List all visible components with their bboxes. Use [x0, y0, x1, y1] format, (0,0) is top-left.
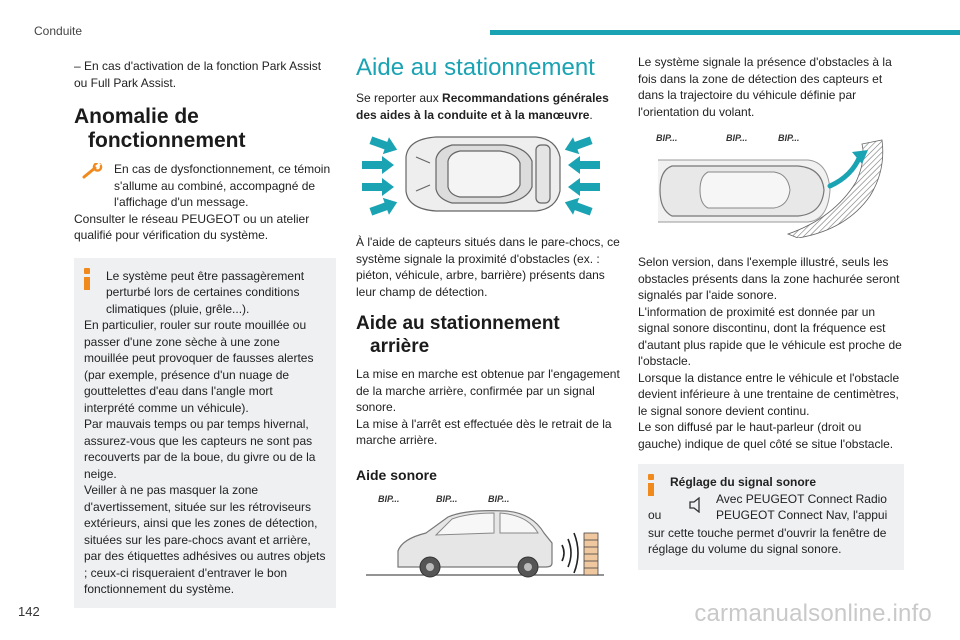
car-trajectory-view [658, 139, 884, 238]
warning-block: En cas de dysfonctionnement, ce témoin s… [74, 161, 336, 211]
heading-anomaly: Anomalie de fonctionnement [74, 105, 336, 153]
wall-icon [583, 532, 599, 576]
volume-info-rest: sur cette touche permet d'ouvrir la fenê… [648, 525, 887, 557]
trajectory-illustration: BIP... BIP... BIP... [638, 130, 888, 238]
car-top-view [405, 136, 561, 212]
sensor-arrows-right [564, 136, 600, 216]
reference-prefix: Se reporter aux [356, 91, 443, 105]
info-text-3: Par mauvais temps ou par temps hivernal,… [84, 417, 316, 481]
volume-info-line2: PEUGEOT Connect Nav, l'appui [716, 508, 888, 522]
section-title: Aide au stationnement [356, 54, 595, 81]
heading-rear-line2: arrière [370, 336, 430, 357]
speaker-side-text: Le son diffusé par le haut-parleur (droi… [638, 420, 894, 451]
consult-text: Consulter le réseau PEUGEOT ou un atelie… [74, 211, 310, 243]
sound-wave-icon [561, 532, 579, 574]
rear-text-1: La mise en marche est obtenue par l'enga… [356, 367, 620, 414]
info-text-1: Le système peut être passagèrement pertu… [106, 268, 305, 316]
heading-sound-aid: Aide sonore [356, 466, 437, 483]
info-icon [84, 267, 90, 290]
page-header-section: Conduite [34, 24, 83, 38]
hatched-zone-text: Selon version, dans l'exemple illustré, … [638, 255, 900, 302]
volume-info-title: Réglage du signal sonore [670, 475, 817, 489]
header-accent-bar [490, 30, 960, 35]
bip-label-5: BIP... [726, 133, 748, 143]
obstacles-text: Le système signale la présence d'obstacl… [638, 55, 892, 119]
info-box: Le système peut être passagèrement pertu… [74, 257, 336, 608]
bip-label-6: BIP... [778, 133, 800, 143]
reference-suffix: . [589, 107, 593, 122]
watermark: carmanualsonline.info [694, 600, 932, 627]
heading-anomaly-line2: fonctionnement [88, 129, 246, 152]
reference-text: Se reporter aux Recommandations générale… [356, 90, 621, 123]
heading-anomaly-line1: Anomalie de [74, 105, 199, 128]
column-2: Aide au stationnement Se reporter aux Re… [356, 54, 621, 585]
reversing-car-illustration: BIP... BIP... BIP... [356, 489, 606, 585]
info-text-2: En particulier, rouler sur route mouillé… [84, 318, 314, 415]
volume-info-box: Réglage du signal sonore ou Avec PEUGEOT… [638, 464, 904, 570]
rear-text-2: La mise à l'arrêt est effectuée dès le r… [356, 416, 612, 448]
page-number: 142 [18, 604, 40, 619]
bip-label-1: BIP... [378, 494, 400, 504]
info-text-4: Veiller à ne pas masquer la zone d'avert… [84, 483, 326, 596]
wrench-warning-icon [82, 163, 103, 179]
info-ou: ou [648, 507, 662, 522]
car-side-view [366, 510, 604, 578]
info-icon [648, 474, 654, 496]
speaker-icon [689, 496, 700, 513]
intro-text: – En cas d'activation de la fonction Par… [74, 59, 322, 90]
bip-label-4: BIP... [656, 133, 678, 143]
heading-rear-parking: Aide au stationnement arrière [356, 312, 621, 358]
volume-info-line1: Avec PEUGEOT Connect Radio [716, 491, 887, 506]
heading-rear-line1: Aide au stationnement [356, 313, 560, 334]
volume-info-row: ou Avec PEUGEOT Connect Radio PEUGEOT Co… [648, 491, 894, 525]
continuous-signal-text: Lorsque la distance entre le véhicule et… [638, 370, 900, 418]
car-top-sensors-illustration [362, 136, 600, 216]
sensor-arrows-left [362, 136, 398, 216]
sensors-text: À l'aide de capteurs situés dans le pare… [356, 235, 620, 299]
column-1: – En cas d'activation de la fonction Par… [74, 58, 336, 608]
bip-label-2: BIP... [436, 494, 458, 504]
warning-text: En cas de dysfonctionnement, ce témoin s… [114, 162, 331, 209]
reference-bold: Recommandations générales des aides à la… [356, 91, 609, 122]
proximity-text: L'information de proximité est donnée pa… [638, 304, 902, 369]
bip-label-3: BIP... [488, 494, 510, 504]
column-3: Le système signale la présence d'obstacl… [638, 55, 904, 570]
